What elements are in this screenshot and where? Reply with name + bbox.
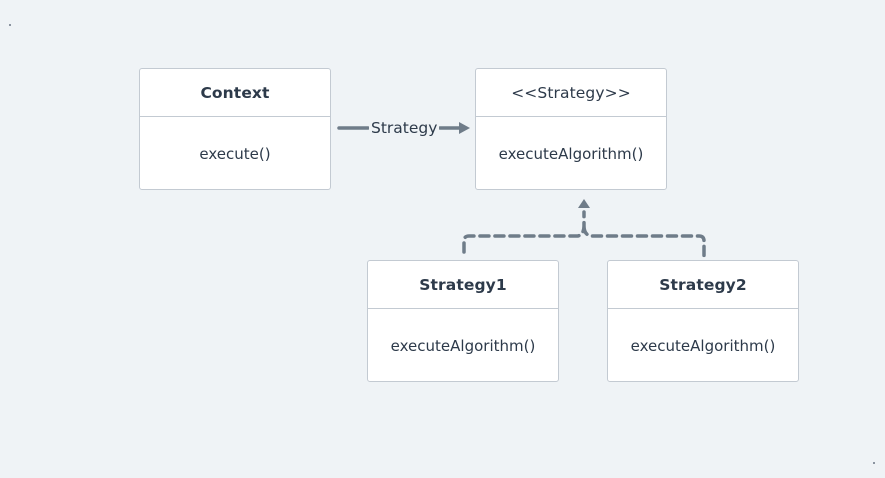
association-label: Strategy (369, 118, 440, 138)
corner-dot-bottom-right (873, 462, 875, 464)
strategy-interface-method: executeAlgorithm() (498, 144, 644, 163)
context-class-name: Context (140, 69, 330, 117)
strategy2-class-box: Strategy2 executeAlgorithm() (607, 260, 799, 382)
strategy1-class-method: executeAlgorithm() (390, 336, 536, 355)
realization-dashed-connector (462, 210, 706, 260)
strategy-interface-box: <<Strategy>> executeAlgorithm() (475, 68, 667, 190)
realization-arrowhead (578, 199, 590, 208)
strategy-interface-name: <<Strategy>> (476, 69, 666, 117)
strategy1-class-box: Strategy1 executeAlgorithm() (367, 260, 559, 382)
corner-dot-top-left (9, 24, 11, 26)
context-class-method: execute() (199, 144, 271, 163)
strategy1-class-name: Strategy1 (368, 261, 558, 309)
association-arrowhead (459, 122, 470, 134)
strategy2-class-method: executeAlgorithm() (630, 336, 776, 355)
strategy2-class-name: Strategy2 (608, 261, 798, 309)
context-class-box: Context execute() (139, 68, 331, 190)
